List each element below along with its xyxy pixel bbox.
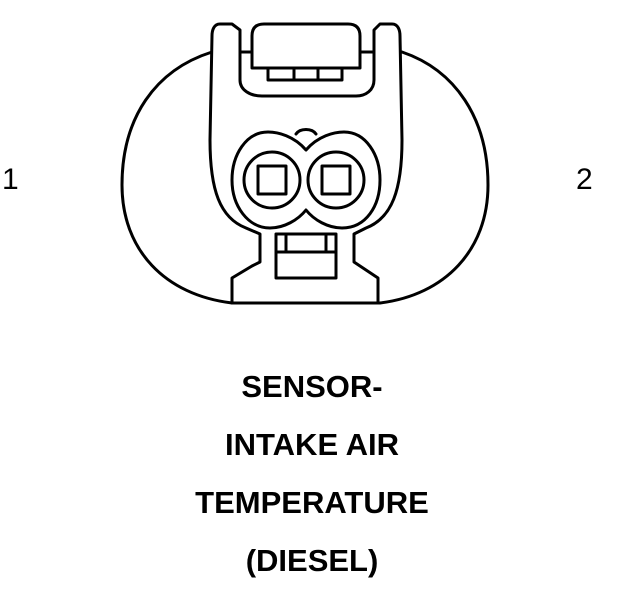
terminal-1-pin [256, 164, 288, 196]
terminal-2-pin [320, 164, 352, 196]
latch-block [250, 22, 362, 70]
connector-diagram [120, 22, 490, 305]
caption-line-intake-air: INTAKE AIR [225, 427, 399, 462]
pin-label-1: 1 [2, 163, 19, 196]
caption-line-sensor: SENSOR- [241, 369, 383, 404]
component-caption: SENSOR- INTAKE AIR TEMPERATURE (DIESEL) [0, 365, 624, 597]
housing-notch [294, 128, 318, 136]
caption-line-temperature: TEMPERATURE [195, 485, 429, 520]
pin-label-2: 2 [576, 163, 593, 196]
caption-line-diesel: (DIESEL) [245, 543, 379, 578]
latch-rail [266, 66, 344, 82]
